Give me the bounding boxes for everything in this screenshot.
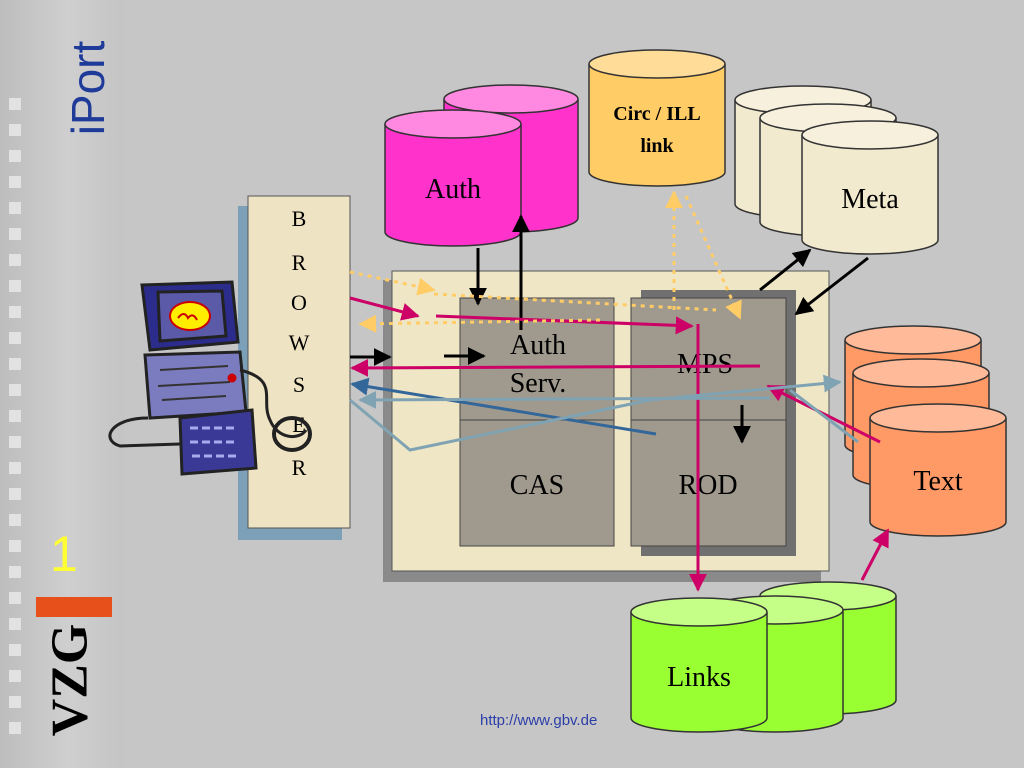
- blue-arrows: [349, 374, 859, 452]
- slide-number: 1: [50, 526, 78, 582]
- sidebar-square: [9, 280, 21, 292]
- footer-url[interactable]: http://www.gbv.de: [480, 712, 598, 729]
- arrow-meta-to-mps: [794, 256, 869, 316]
- arrow-mps-to-browser-dotted: [358, 314, 601, 333]
- black-arrows: [350, 214, 869, 444]
- sidebar-square: [9, 722, 21, 734]
- sidebar-square: [9, 696, 21, 708]
- arrow-mps-to-meta: [759, 248, 812, 292]
- svg-text:ROD: ROD: [678, 470, 737, 501]
- svg-text:CAS: CAS: [510, 470, 564, 501]
- arrow-circ-to-mps-dotted: [684, 195, 742, 320]
- svg-text:link: link: [640, 135, 674, 157]
- browser-letter: R: [292, 455, 307, 480]
- arrow-text-to-mps-lightblue: [789, 388, 859, 444]
- svg-text:Links: Links: [667, 662, 731, 693]
- browser-letter: R: [292, 250, 307, 275]
- auth-serv-box: Auth Serv.: [459, 297, 615, 421]
- browser-letter: O: [291, 290, 307, 315]
- arrow-browser-to-text-lightblue: [349, 374, 842, 452]
- svg-text:Meta: Meta: [841, 184, 899, 215]
- svg-text:Auth: Auth: [425, 174, 481, 205]
- sidebar-square: [9, 176, 21, 188]
- arrow-text-to-mps-pink: [766, 384, 881, 444]
- sidebar-square: [9, 98, 21, 110]
- meta-database: Meta: [734, 85, 939, 255]
- svg-text:MPS: MPS: [677, 349, 733, 380]
- sidebar-square: [9, 592, 21, 604]
- accent-bar: [36, 597, 112, 617]
- sidebar-square: [9, 488, 21, 500]
- browser-letter: W: [289, 330, 310, 355]
- orange-dotted-arrows: [349, 190, 742, 333]
- sidebar-square: [9, 358, 21, 370]
- sidebar-square: [9, 306, 21, 318]
- sidebar-square: [9, 332, 21, 344]
- browser-panel: B R O W S E R: [238, 195, 351, 540]
- sidebar-square: [9, 670, 21, 682]
- circ-ill-database: Circ / ILL link: [588, 49, 726, 187]
- sidebar-square: [9, 566, 21, 578]
- sidebar-square: [9, 202, 21, 214]
- computer-icon: [108, 280, 312, 476]
- auth-database: Auth: [384, 84, 579, 247]
- rod-box: ROD: [630, 419, 787, 547]
- browser-letter: B: [292, 206, 307, 231]
- sidebar-square: [9, 410, 21, 422]
- svg-text:Circ / ILL: Circ / ILL: [613, 103, 700, 125]
- arrow-browser-pink: [349, 296, 420, 321]
- sidebar-square: [9, 462, 21, 474]
- sidebar-square: [9, 254, 21, 266]
- arrow-links-to-text-pink: [860, 528, 890, 581]
- sidebar: iPort 1 VZG: [0, 0, 124, 768]
- sidebar-square: [9, 436, 21, 448]
- arrow-mps-to-browser-pink: [350, 358, 761, 377]
- sidebar-square: [9, 384, 21, 396]
- arrow-cas-to-browser-blue: [350, 377, 657, 436]
- svg-text:Serv.: Serv.: [510, 368, 567, 399]
- sidebar-square: [9, 150, 21, 162]
- text-database: Text: [844, 325, 1007, 537]
- svg-text:Auth: Auth: [510, 330, 566, 361]
- browser-letter: S: [293, 372, 305, 397]
- sidebar-square: [9, 124, 21, 136]
- svg-text:Text: Text: [913, 466, 963, 497]
- sidebar-square: [9, 514, 21, 526]
- sidebar-square: [9, 618, 21, 630]
- sidebar-square: [9, 228, 21, 240]
- line-server-to-mps-dotted: [433, 292, 717, 312]
- arrow-mps-to-browser-lightblue: [358, 390, 771, 409]
- cas-box: CAS: [459, 419, 615, 547]
- sidebar-square: [9, 644, 21, 656]
- sidebar-square: [9, 540, 21, 552]
- links-database: Links: [630, 581, 897, 733]
